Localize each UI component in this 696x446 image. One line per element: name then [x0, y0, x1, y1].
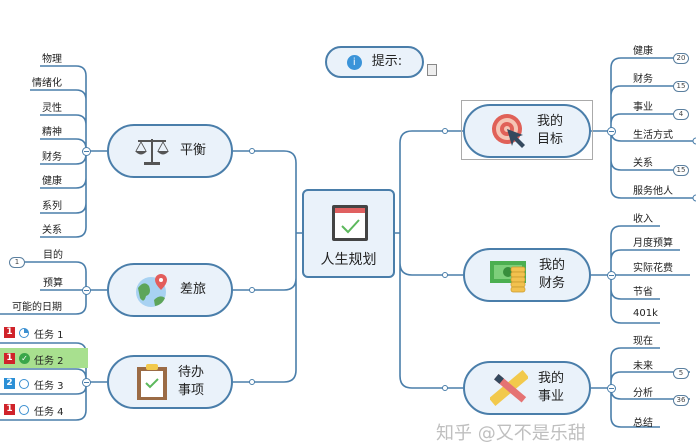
career-child[interactable]: 分析 — [633, 388, 653, 399]
collapse-finance-button[interactable] — [607, 271, 616, 280]
node-balance[interactable]: 平衡 — [107, 124, 233, 178]
node-travel[interactable]: 差旅 — [107, 263, 233, 317]
career-badge: 5 — [673, 368, 689, 379]
career-child[interactable]: 未来 — [633, 361, 653, 372]
node-career[interactable]: 我的事业 — [463, 361, 591, 415]
node-goals[interactable]: 我的目标 — [463, 104, 591, 158]
task-item[interactable]: 任务 1 — [34, 330, 64, 341]
goals-label-1: 我的 — [536, 114, 563, 129]
node-finance[interactable]: 我的财务 — [463, 248, 591, 302]
done-check-icon: ✓ — [19, 353, 30, 364]
collapse-goals-button[interactable] — [607, 127, 616, 136]
goals-badge: 20 — [673, 53, 689, 64]
calendar-check-icon — [332, 205, 368, 241]
balance-child[interactable]: 财务 — [42, 152, 62, 163]
travel-badge: 1 — [9, 257, 25, 268]
task-item[interactable]: 任务 2 — [34, 356, 64, 367]
goals-child[interactable]: 健康 — [633, 46, 653, 57]
tip-node[interactable]: i 提示: — [325, 46, 424, 78]
priority-1-icon: 1 — [4, 404, 15, 415]
goals-badge: 15 — [673, 165, 689, 176]
collapse-balance-button[interactable] — [82, 147, 91, 156]
progress-quarter-icon — [19, 328, 29, 338]
tip-label: 提示: — [371, 54, 403, 69]
task-item[interactable]: 任务 3 — [34, 381, 64, 392]
central-label: 人生规划 — [320, 252, 377, 268]
collapse-todo-button[interactable] — [82, 378, 91, 387]
career-child[interactable]: 总结 — [633, 418, 653, 429]
career-label-1: 我的 — [537, 371, 564, 386]
target-icon — [491, 114, 525, 148]
selection-frame — [461, 100, 593, 160]
balance-child[interactable]: 灵性 — [42, 103, 62, 114]
finance-child[interactable]: 收入 — [633, 214, 653, 225]
balance-child[interactable]: 物理 — [42, 54, 62, 65]
info-icon: i — [346, 54, 362, 70]
balance-child[interactable]: 关系 — [42, 225, 62, 236]
watermark: 知乎 @又不是乐甜 — [436, 423, 586, 444]
scales-icon — [134, 139, 169, 165]
travel-child[interactable]: 可能的日期 — [12, 302, 62, 313]
balance-child[interactable]: 系列 — [42, 201, 62, 212]
finance-child[interactable]: 月度预算 — [633, 238, 673, 249]
collapse-career-button[interactable] — [607, 384, 616, 393]
balance-child[interactable]: 健康 — [42, 176, 62, 187]
finance-label-1: 我的 — [538, 258, 565, 273]
career-badge: 36 — [673, 395, 689, 406]
balance-child[interactable]: 精神 — [42, 127, 62, 138]
career-label-2: 事业 — [537, 389, 564, 404]
note-icon[interactable] — [427, 64, 437, 76]
todo-label-1: 待办 — [177, 365, 204, 380]
finance-child[interactable]: 节省 — [633, 287, 653, 298]
money-coins-icon — [489, 261, 526, 293]
goals-child[interactable]: 关系 — [633, 158, 653, 169]
todo-label-2: 事项 — [177, 383, 204, 398]
progress-empty-icon — [19, 405, 29, 415]
goals-label-2: 目标 — [536, 132, 563, 147]
priority-1-icon: 1 — [4, 327, 15, 338]
task-item[interactable]: 任务 4 — [34, 407, 64, 418]
career-child[interactable]: 现在 — [633, 336, 653, 347]
travel-child[interactable]: 目的 — [43, 250, 63, 261]
clipboard-icon — [136, 364, 167, 400]
finance-child[interactable]: 实际花费 — [633, 263, 673, 274]
priority-1-icon: 1 — [4, 353, 15, 364]
goals-child[interactable]: 服务他人 — [633, 186, 673, 197]
priority-2-icon: 2 — [4, 378, 15, 389]
collapse-travel-button[interactable] — [82, 286, 91, 295]
globe-pin-icon — [135, 274, 167, 307]
goals-child[interactable]: 财务 — [633, 74, 653, 85]
balance-label: 平衡 — [179, 143, 206, 158]
goals-badge: 15 — [673, 81, 689, 92]
goals-child[interactable]: 事业 — [633, 102, 653, 113]
balance-child[interactable]: 情绪化 — [32, 78, 62, 89]
goals-badge: 4 — [673, 109, 689, 120]
pencil-ruler-icon — [489, 370, 528, 406]
progress-empty-icon — [19, 379, 29, 389]
node-todo[interactable]: 待办事项 — [107, 355, 233, 409]
central-topic[interactable]: 人生规划 — [302, 189, 395, 278]
travel-label: 差旅 — [179, 282, 206, 297]
goals-child[interactable]: 生活方式 — [633, 130, 673, 141]
finance-label-2: 财务 — [538, 276, 565, 291]
finance-child[interactable]: 401k — [633, 308, 658, 319]
travel-child[interactable]: 预算 — [43, 278, 63, 289]
